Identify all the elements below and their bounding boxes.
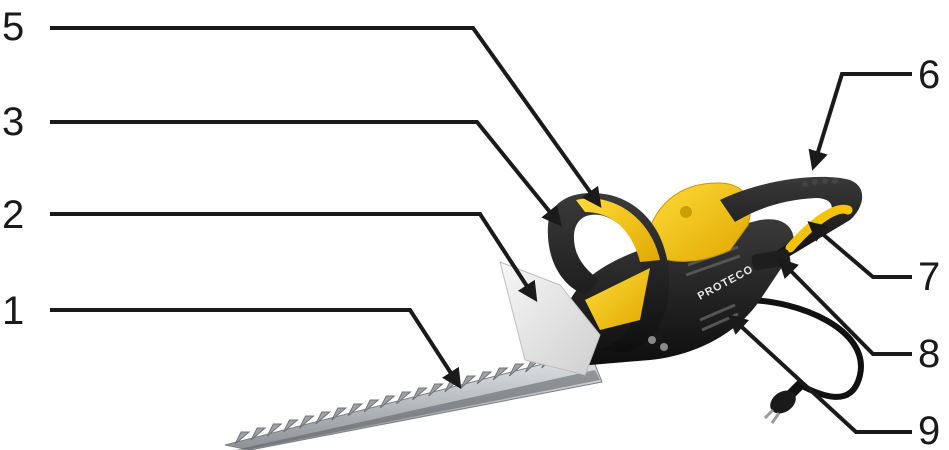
leader-line-9 (732, 318, 912, 432)
callout-3: 3 (2, 100, 558, 222)
hedge-trimmer-illustration: PROTECO (225, 177, 862, 450)
callout-label-1: 1 (2, 289, 24, 333)
callout-label-7: 7 (918, 255, 940, 299)
callout-label-6: 6 (918, 53, 940, 97)
callout-label-3: 3 (2, 100, 24, 144)
callout-1: 1 (2, 289, 458, 384)
leader-line-6 (814, 74, 912, 165)
callout-label-9: 9 (918, 409, 940, 450)
leader-line-2 (50, 214, 534, 297)
leader-line-5 (50, 28, 598, 203)
callout-2: 2 (2, 193, 534, 297)
leader-line-1 (50, 310, 458, 384)
power-cord (745, 300, 861, 423)
callout-label-2: 2 (2, 193, 24, 237)
callout-6: 6 (814, 53, 940, 165)
leader-line-3 (50, 122, 558, 222)
callout-7: 7 (812, 225, 940, 299)
callout-5: 5 (2, 5, 598, 203)
callout-label-5: 5 (2, 5, 24, 49)
callout-label-8: 8 (918, 332, 940, 376)
callout-9: 9 (732, 318, 940, 450)
